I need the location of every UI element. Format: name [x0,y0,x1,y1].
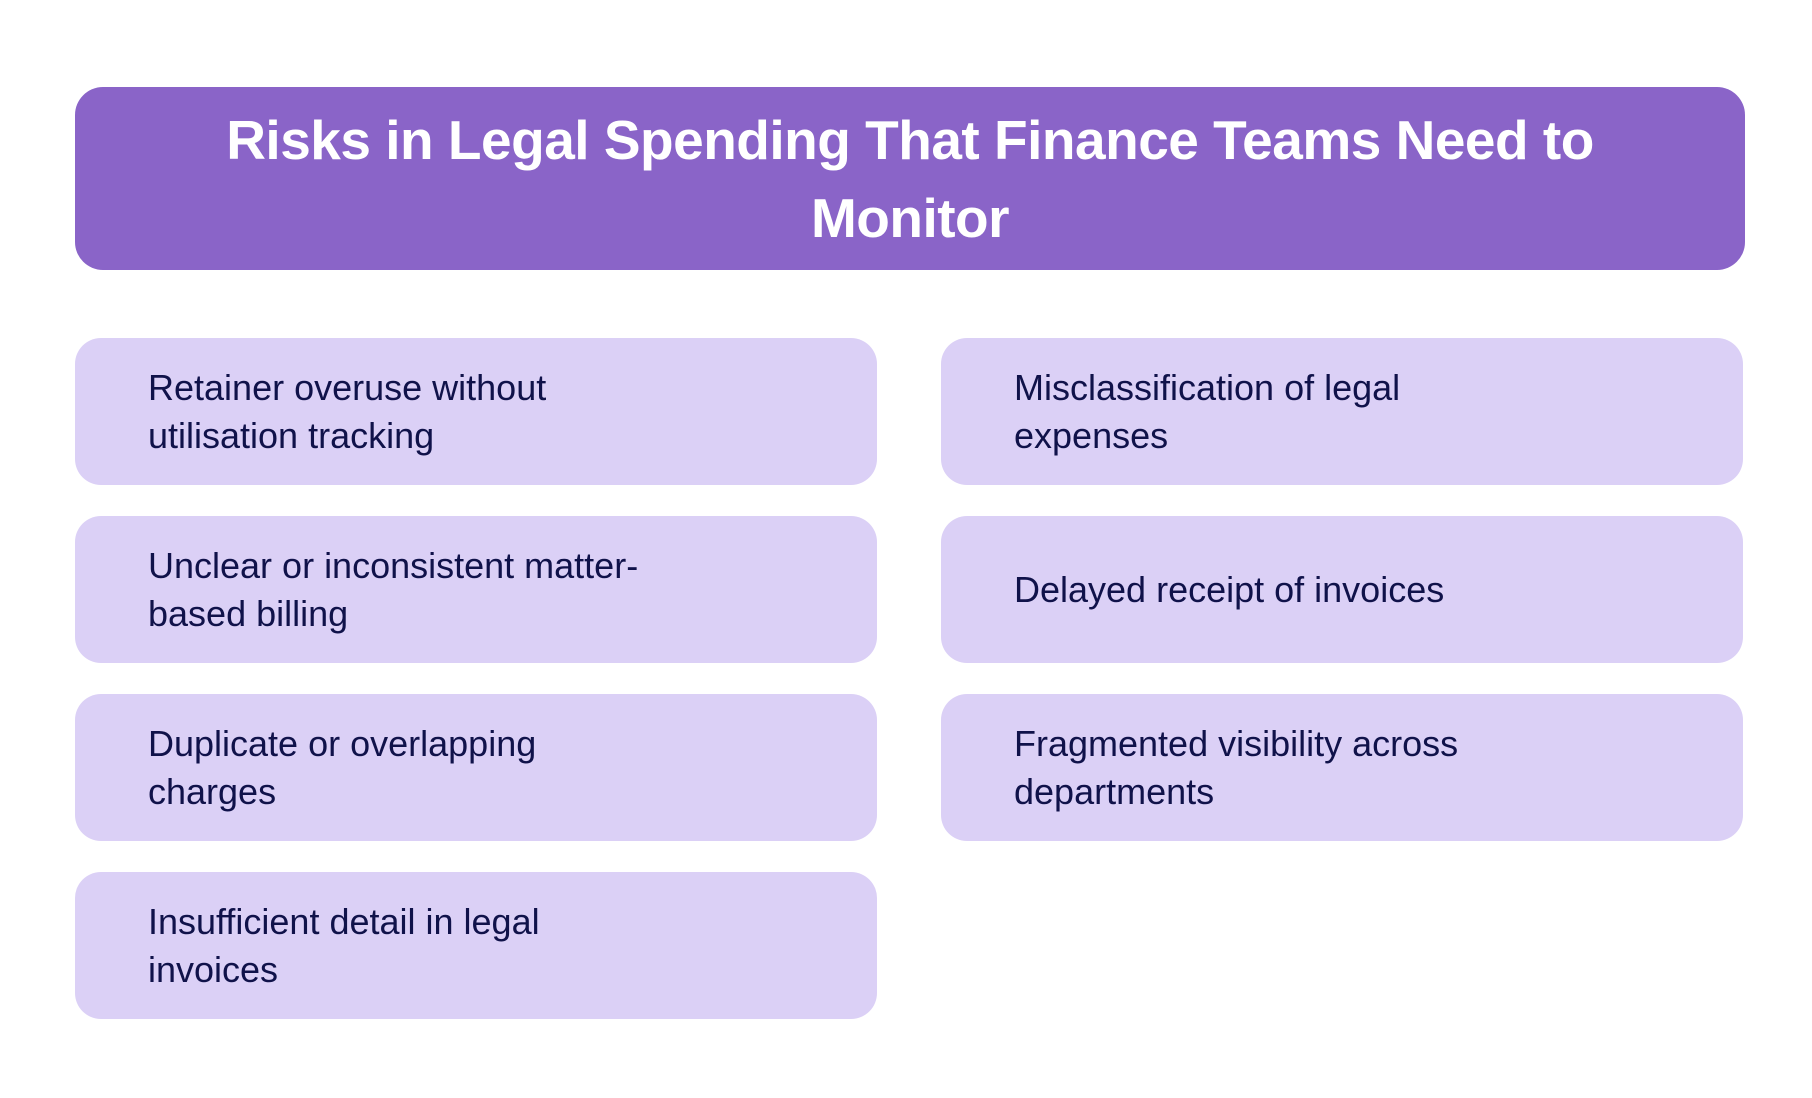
risk-card-duplicate-charges: Duplicate or overlapping charges [75,694,877,841]
title-banner: Risks in Legal Spending That Finance Tea… [75,87,1745,270]
risk-card-misclassification: Misclassification of legal expenses [941,338,1743,485]
risk-card-matter-billing: Unclear or inconsistent matter-based bil… [75,516,877,663]
risk-card-delayed-invoices: Delayed receipt of invoices [941,516,1743,663]
risk-card-label: Fragmented visibility across departments [1014,722,1459,812]
risk-card-label: Misclassification of legal expenses [1014,366,1401,456]
risk-card-fragmented-visibility: Fragmented visibility across departments [941,694,1743,841]
risk-card-label: Retainer overuse without utilisation tra… [148,366,547,456]
page-title: Risks in Legal Spending That Finance Tea… [226,108,1594,249]
risk-card-label: Delayed receipt of invoices [1014,568,1445,610]
risk-card-label: Duplicate or overlapping charges [148,722,537,812]
risk-card-insufficient-detail: Insufficient detail in legal invoices [75,872,877,1019]
risk-card-label: Insufficient detail in legal invoices [148,900,540,990]
risk-card-retainer-overuse: Retainer overuse without utilisation tra… [75,338,877,485]
risk-card-label: Unclear or inconsistent matter-based bil… [148,544,639,634]
